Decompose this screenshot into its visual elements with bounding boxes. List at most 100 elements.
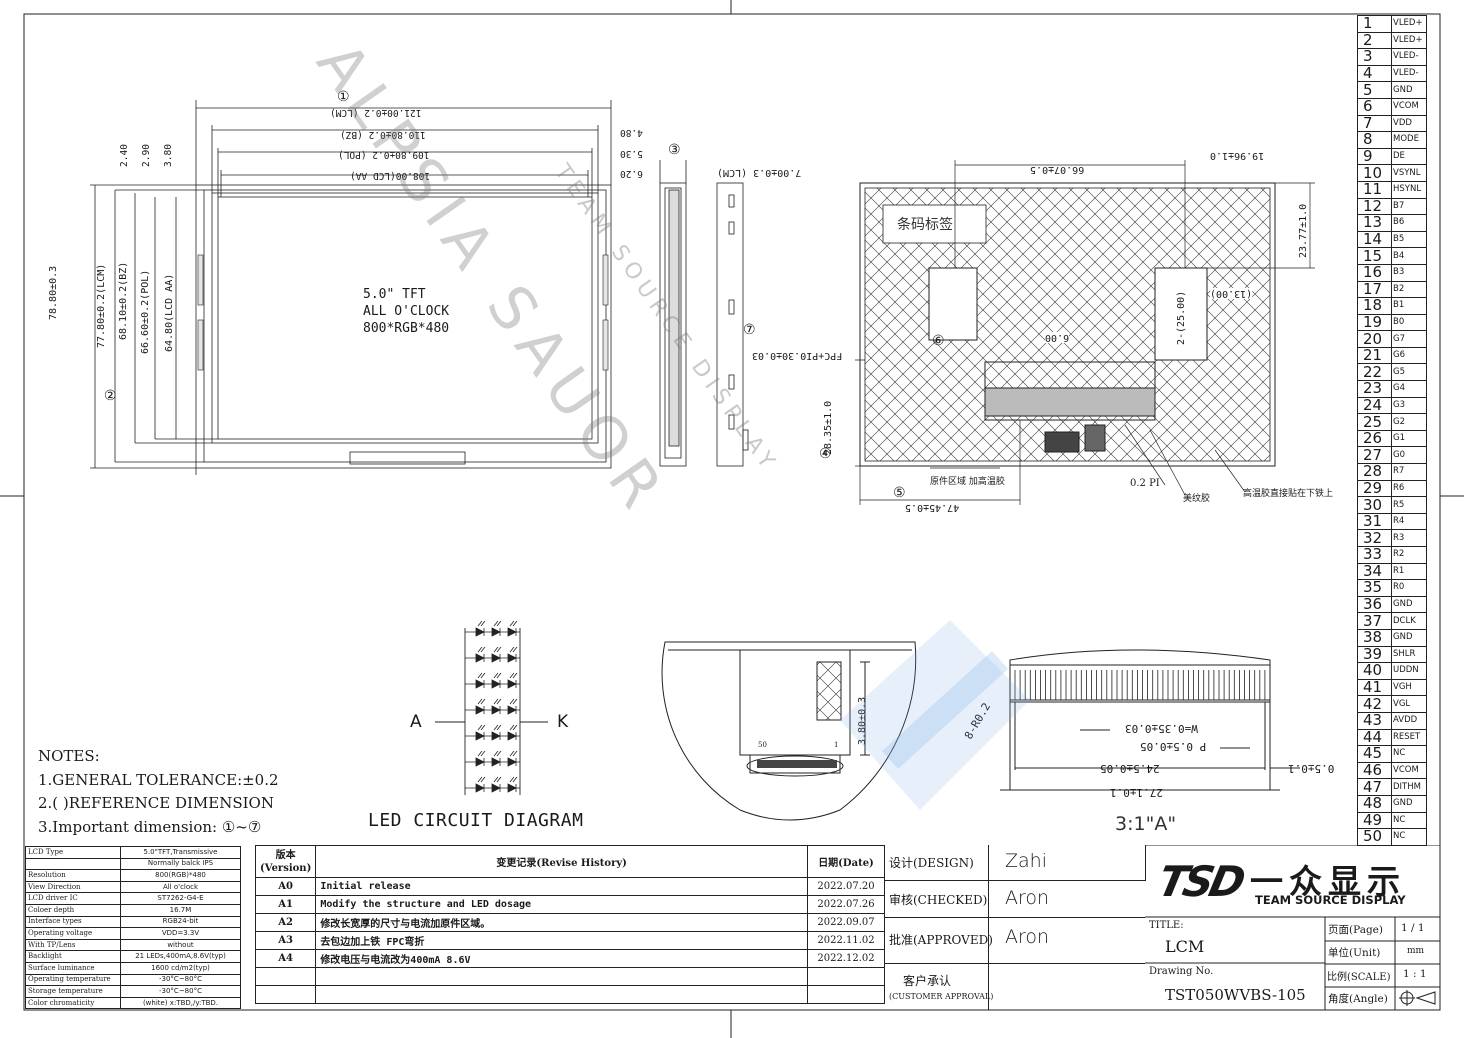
spec-key: View Direction [25,880,121,894]
pin-number: 20 [1357,330,1392,348]
rev-description: Initial release [315,877,808,896]
dim-bz-height: 68.10±0.2(BZ) [118,261,129,340]
pin-number: 3 [1357,48,1392,66]
spec-key: Surface luminance [25,961,121,975]
scale-value: 1 : 1 [1403,968,1427,980]
spec-value: -30°C~80°C [120,985,241,998]
pin-number: 11 [1357,180,1392,199]
pin-function: VLED- [1391,64,1427,83]
dim-620: 6.20 [620,168,643,179]
spec-row: Storage temperature-30°C~80°C [25,985,241,998]
spec-key: Color chromaticity [25,996,121,1010]
dim-detail-380: 3.80±0.3 [857,696,868,745]
drawing-no-value: TST050WVBS-105 [1165,986,1306,1004]
led-diode [507,731,517,741]
pin-function: B5 [1391,230,1427,249]
pin-number: 45 [1357,745,1392,763]
spec-key: LCD Type [25,846,121,859]
pin-function: VLED+ [1391,15,1427,33]
dim-05: 0.5±0.1 [1288,762,1335,775]
pin-function: NC [1391,828,1427,846]
pin-number: 42 [1357,695,1392,713]
pin-function: NC [1391,745,1427,763]
pin-function: VGH [1391,678,1427,697]
pin-number: 43 [1357,711,1392,730]
pin-number: 41 [1357,678,1392,697]
page-value: 1 / 1 [1401,922,1425,934]
rev-date: 2022.09.07 [807,913,885,932]
led-circuit-diagram [435,620,548,795]
front-view [90,100,612,475]
led-diode [475,627,485,637]
note-tape: 美纹胶 [1183,494,1211,504]
pin-number: 7 [1357,114,1392,133]
led-diode [475,653,485,663]
side-view [659,160,749,467]
pin-function: B7 [1391,197,1427,216]
pin-function: VDD [1391,114,1427,133]
pin-number: 24 [1357,396,1392,415]
pin-number: 8 [1357,131,1392,149]
title-block-lines [1145,845,1440,1010]
led-diode [475,757,485,767]
led-diode [507,679,517,689]
scale-label: 比例(SCALE) [1327,972,1391,983]
led-anode-label: A [410,712,422,732]
pin-function: R5 [1391,496,1427,514]
led-diode [491,627,501,637]
pin-function: G3 [1391,396,1427,415]
spec-value: ST7262-G4-E [120,892,241,905]
pin-function: AVDD [1391,711,1427,730]
dim-pol-height: 66.60±0.2(POL) [140,269,151,354]
led-diode [475,679,485,689]
page-label: 页面(Page) [1328,924,1383,936]
pin-number: 40 [1357,662,1392,680]
dim-1300: (13.00) [1210,288,1253,299]
pin-function: R1 [1391,562,1427,581]
rev-version: A1 [254,895,317,914]
dim-530: 5.30 [620,148,643,159]
dim-380: 3.80 [162,144,174,167]
unit-value: mm [1407,946,1425,956]
pin-number: 37 [1357,612,1392,630]
spec-value: 5.0"TFT,Transmissive [120,846,241,859]
pin-number: 29 [1357,479,1392,498]
pin-number: 16 [1357,263,1392,282]
pin-function: G4 [1391,380,1427,398]
screen-resolution: 800*RGB*480 [363,321,450,336]
pin-number: 19 [1357,313,1392,332]
pin-number: 6 [1357,97,1392,116]
led-diode [507,783,517,793]
pin-number: 33 [1357,546,1392,564]
spec-key: With TP/Lens [25,938,121,952]
pin-number: 34 [1357,562,1392,581]
led-diode [475,783,485,793]
title-label: TITLE: [1149,920,1184,931]
dim-2500: 2-(25.00) [1176,290,1187,345]
pin-function: UDDN [1391,662,1427,680]
spec-row: Normally balck IPS [25,857,241,871]
dim-aa-width: 108.00(LCD AA) [350,170,431,181]
pin-number: 25 [1357,413,1392,431]
